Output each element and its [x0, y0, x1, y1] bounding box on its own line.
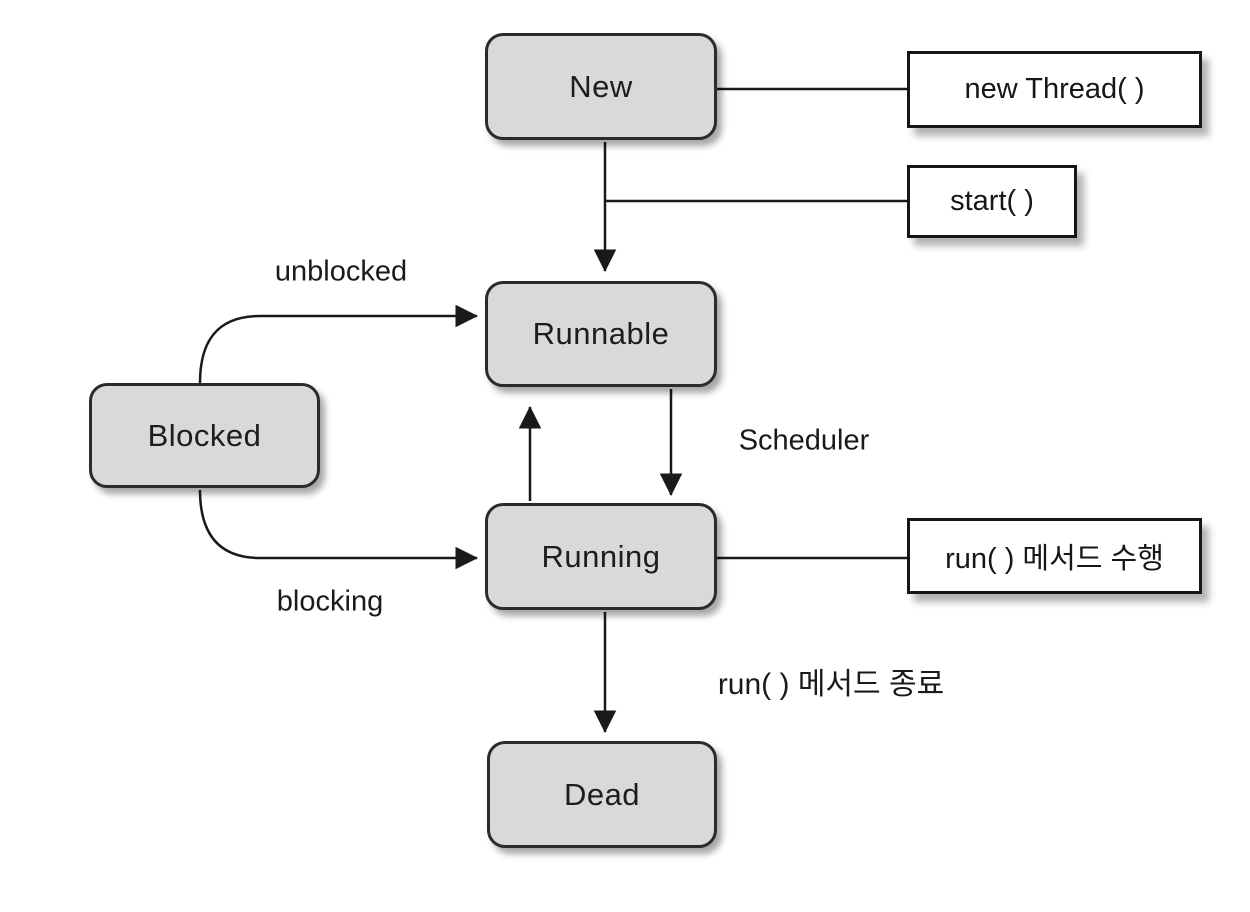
callout-label-start: start( )	[950, 185, 1034, 217]
state-label-new: New	[569, 68, 633, 104]
state-node-runnable: Runnable	[485, 281, 717, 387]
callout-start: start( )	[907, 165, 1077, 238]
state-label-blocked: Blocked	[147, 417, 262, 453]
callout-label-run-execute: run( ) 메서드 수행	[945, 543, 1164, 575]
edge-label-run-terminate: run( ) 메서드 종료	[717, 668, 945, 701]
edge-label-unblocked: unblocked	[274, 255, 408, 288]
state-label-running: Running	[541, 538, 661, 574]
callout-new-thread: new Thread( )	[907, 51, 1202, 128]
callout-label-new-thread: new Thread( )	[964, 73, 1145, 105]
state-label-runnable: Runnable	[532, 316, 670, 351]
edge-blocked-to-running	[198, 489, 478, 570]
edge-label-scheduler: Scheduler	[738, 424, 870, 457]
callout-run-execute: run( ) 메서드 수행	[907, 518, 1202, 594]
state-node-new: New	[485, 33, 717, 140]
state-node-running: Running	[485, 503, 717, 610]
edge-blocked-to-runnable	[198, 304, 478, 384]
state-node-blocked: Blocked	[89, 383, 320, 488]
state-node-dead: Dead	[487, 741, 717, 848]
edge-label-blocking: blocking	[276, 585, 384, 618]
state-label-dead: Dead	[563, 776, 641, 812]
